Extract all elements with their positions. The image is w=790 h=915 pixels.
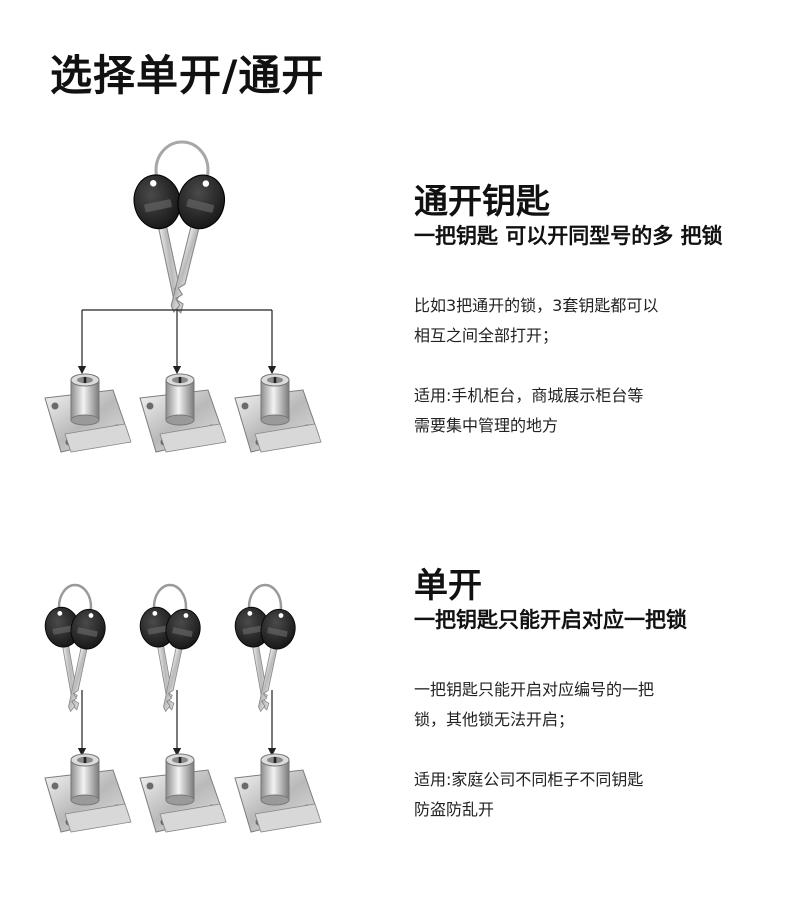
common-branch-lines bbox=[77, 309, 277, 375]
single-usage: 适用:家庭公司不同柜子不同钥匙 防盗防乱开 bbox=[414, 765, 643, 825]
common-keys-image bbox=[128, 140, 231, 319]
single-title: 单开 bbox=[414, 566, 482, 606]
common-description: 比如3把通开的锁，3套钥匙都可以 相互之间全部打开； bbox=[414, 291, 658, 351]
single-usage-line: 防盗防乱开 bbox=[414, 800, 495, 819]
single-description: 一把钥匙只能开启对应编号的一把 锁，其他锁无法开启； bbox=[414, 675, 654, 735]
single-keys-image bbox=[42, 585, 299, 715]
common-title: 通开钥匙 bbox=[414, 182, 550, 222]
single-description-line: 一把钥匙只能开启对应编号的一把 bbox=[414, 680, 655, 699]
single-description-line: 锁，其他锁无法开启； bbox=[414, 710, 575, 729]
single-subtitle: 一把钥匙只能开启对应一把锁 bbox=[414, 608, 687, 632]
common-usage-line: 需要集中管理的地方 bbox=[414, 416, 559, 435]
common-description-line: 比如3把通开的锁，3套钥匙都可以 bbox=[414, 296, 659, 315]
common-locks-image bbox=[44, 373, 322, 453]
common-subtitle: 一把钥匙 可以开同型号的多 把锁 bbox=[414, 224, 723, 248]
single-locks-image bbox=[44, 753, 322, 833]
page-title: 选择单开/通开 bbox=[50, 51, 325, 100]
single-usage-line: 适用:家庭公司不同柜子不同钥匙 bbox=[414, 770, 644, 789]
single-arrows bbox=[77, 690, 277, 757]
common-usage: 适用:手机柜台，商城展示柜台等 需要集中管理的地方 bbox=[414, 381, 643, 441]
common-description-line: 相互之间全部打开； bbox=[414, 326, 559, 345]
common-usage-line: 适用:手机柜台，商城展示柜台等 bbox=[414, 386, 644, 405]
